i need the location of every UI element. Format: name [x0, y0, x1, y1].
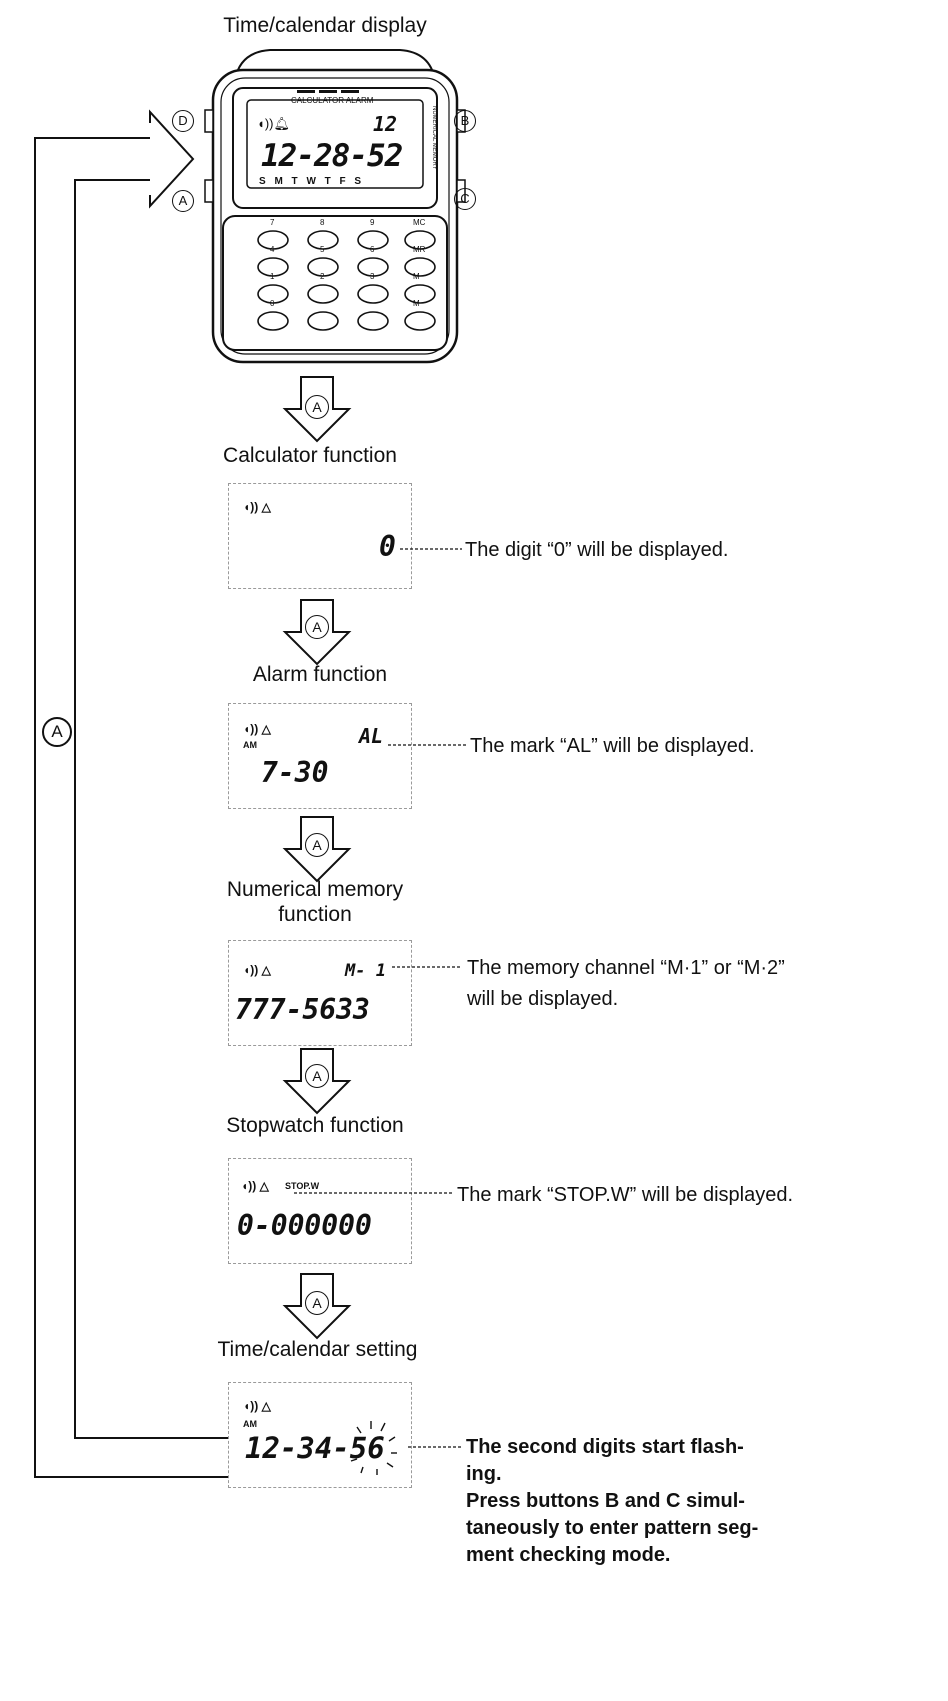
calculator-digit: 0 [379, 530, 396, 563]
step-3-note-line-2: will be displayed. [467, 988, 619, 1010]
arrow-1-button-label: A [305, 395, 329, 419]
watch-top-right-digits: 12 [373, 112, 398, 136]
sound-alarm-icons: ◖)) △ [243, 500, 271, 514]
key-8-label: 8 [320, 218, 325, 227]
step-2-leader [388, 744, 466, 746]
loop-button-a-icon: A [42, 717, 72, 747]
step-5-note: The second digits start flash- ing. Pres… [466, 1434, 826, 1569]
watch-side-label: NUMERICAL MEMORY [431, 106, 437, 170]
sound-alarm-icons-2: ◖)) △ [243, 722, 271, 736]
key-0-label: 0 [270, 299, 275, 308]
memory-lcd: ◖)) △ M- 1 777-5633 [228, 940, 412, 1046]
key-6-label: 6 [370, 245, 375, 254]
step-5-note-line-2: ing. [466, 1463, 502, 1485]
step-2-note: The mark “AL” will be displayed. [470, 735, 755, 757]
arrow-3-button-label: A [305, 833, 329, 857]
watch-mode-labels: CALCULATOR ALARM [291, 96, 374, 105]
key-mr-label: MR [413, 245, 426, 254]
button-b-icon: B [454, 110, 476, 132]
arrow-2-button-label: A [305, 615, 329, 639]
key-5-label: 5 [320, 245, 325, 254]
key-9-label: 9 [370, 218, 375, 227]
key-3-label: 3 [370, 272, 375, 281]
step-1-note: The digit “0” will be displayed. [465, 539, 729, 561]
watch-main-digits: 12-28-52 [261, 138, 403, 174]
button-a-icon: A [172, 190, 194, 212]
key-7-label: 7 [270, 218, 275, 227]
stopwatch-digits: 0-000000 [237, 1209, 372, 1242]
step-5-leader [408, 1446, 462, 1448]
step-5-note-line-5: ment checking mode. [466, 1544, 671, 1566]
step-5-note-line-3: Press buttons B and C simul- [466, 1490, 745, 1512]
am-label-2: AM [243, 1419, 257, 1429]
key-m-minus-label: M [413, 299, 420, 308]
time-setting-lcd: ◖)) △ AM 12-34-56 [228, 1382, 412, 1488]
arrow-4-button-label: A [305, 1064, 329, 1088]
step-2-title: Alarm function [252, 663, 388, 686]
sound-alarm-icons-4: ◖)) △ [241, 1179, 269, 1193]
key-mc-label: MC [413, 218, 426, 227]
alarm-time: 7-30 [261, 756, 329, 789]
button-d-icon: D [172, 110, 194, 132]
watch-illustration: CALCULATOR ALARM ◖))🔔︎ 12 12-28-52 S M T… [195, 40, 475, 370]
sound-alarm-icons-5: ◖)) △ [243, 1399, 271, 1413]
memory-channel: M- 1 [345, 961, 386, 981]
watch-weekdays: S M T W T F S [259, 176, 365, 187]
sound-alarm-icons-3: ◖)) △ [243, 963, 271, 977]
alarm-mark: AL [359, 724, 384, 748]
arrow-5-button-label: A [305, 1291, 329, 1315]
step-3-title-line-2: function [278, 903, 352, 926]
am-label: AM [243, 740, 257, 750]
flash-marks [350, 1421, 397, 1475]
step-4-title: Stopwatch function [226, 1114, 404, 1137]
step-4-leader [294, 1192, 454, 1194]
calculator-lcd: ◖)) △ 0 [228, 483, 412, 589]
stopwatch-mark: STOP.W [285, 1181, 320, 1191]
step-3-leader [392, 966, 462, 968]
step-4-note: The mark “STOP.W” will be displayed. [457, 1184, 794, 1206]
key-m-label: M [413, 272, 420, 281]
watch-outline [204, 49, 466, 364]
time-setting-digits: 12-34-56 [245, 1431, 385, 1465]
key-2-label: 2 [320, 272, 325, 281]
stopwatch-lcd: ◖)) △ STOP.W 0-000000 [228, 1158, 412, 1264]
step-5-title: Time/calendar setting [217, 1338, 418, 1361]
step-5-note-line-4: taneously to enter pattern seg- [466, 1517, 759, 1539]
memory-number: 777-5633 [235, 993, 370, 1026]
diagram-title: Time/calendar display [223, 14, 427, 37]
step-3-note-line-1: The memory channel “M·1” or “M·2” [467, 957, 785, 979]
step-1-leader [400, 548, 462, 550]
alarm-lcd: ◖)) △ AM AL 7-30 [228, 703, 412, 809]
button-c-icon: C [454, 188, 476, 210]
watch-alarm-icons: ◖))🔔︎ [257, 116, 291, 131]
key-4-label: 4 [270, 245, 275, 254]
step-3-title-line-1: Numerical memory [226, 878, 404, 901]
key-1-label: 1 [270, 272, 275, 281]
step-5-note-line-1: The second digits start flash- [466, 1436, 744, 1458]
step-1-title: Calculator function [223, 444, 397, 467]
